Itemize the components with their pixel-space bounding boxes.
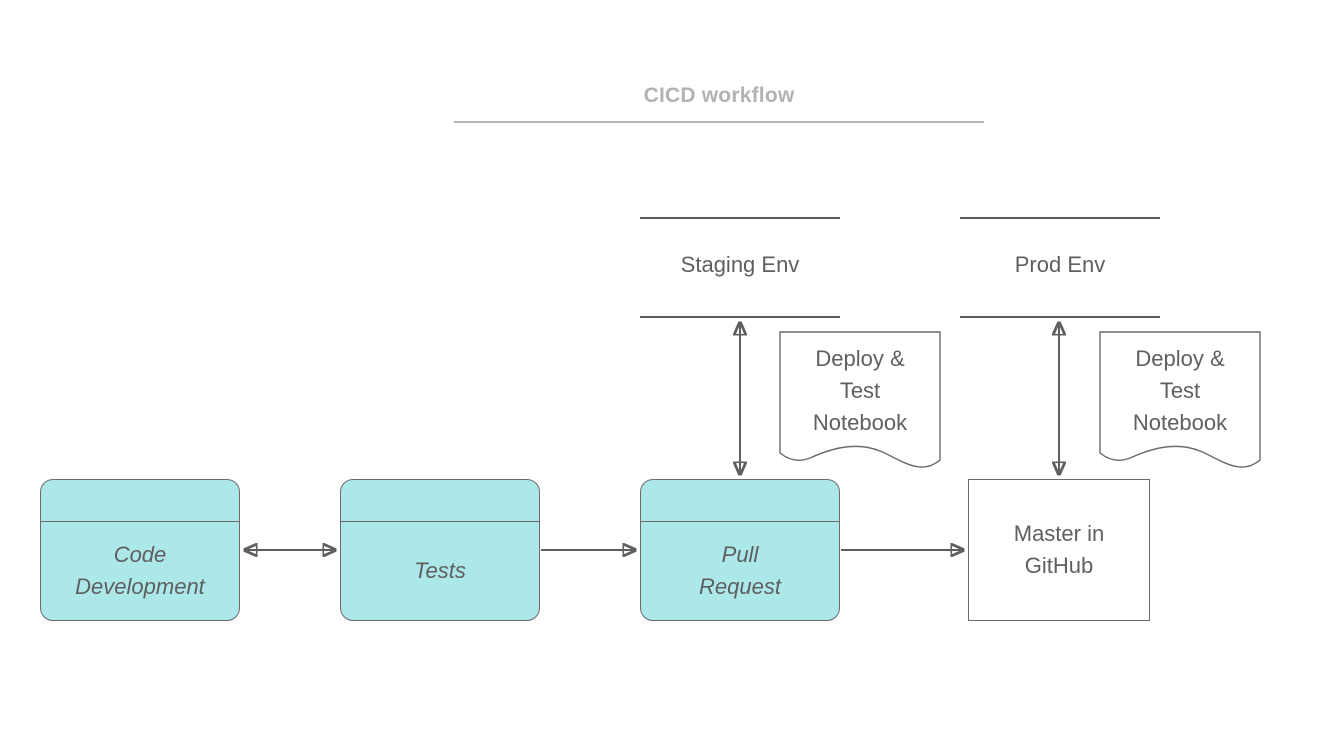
node-label: Deploy & Test Notebook <box>812 346 908 435</box>
document-shape-icon <box>779 331 941 468</box>
document-shape-icon <box>1099 331 1261 468</box>
node-label: Code Development <box>75 541 205 599</box>
box-divider <box>341 521 539 522</box>
prod-lane-top-rule <box>960 217 1160 219</box>
title-underline <box>454 121 984 123</box>
prod-lane-label: Prod Env <box>1014 252 1106 277</box>
box-divider <box>41 521 239 522</box>
prod-lane-bottom-rule <box>960 316 1160 318</box>
staging-lane-bottom-rule <box>640 316 840 318</box>
node-code-development[interactable]: Code Development <box>40 479 240 621</box>
page-title: CICD workflow <box>643 84 795 107</box>
node-label: Tests <box>414 557 466 583</box>
box-divider <box>641 521 839 522</box>
node-label: Master in GitHub <box>1013 521 1105 578</box>
node-prod-deploy-test-notebook[interactable]: Deploy & Test Notebook <box>1099 331 1261 468</box>
node-tests[interactable]: Tests <box>340 479 540 621</box>
node-master-in-github[interactable]: Master in GitHub <box>968 479 1150 621</box>
node-pull-request[interactable]: Pull Request <box>640 479 840 621</box>
staging-lane-top-rule <box>640 217 840 219</box>
node-staging-deploy-test-notebook[interactable]: Deploy & Test Notebook <box>779 331 941 468</box>
node-label: Deploy & Test Notebook <box>1132 346 1228 435</box>
node-label: Pull Request <box>699 541 781 599</box>
staging-lane-label: Staging Env <box>680 252 800 277</box>
